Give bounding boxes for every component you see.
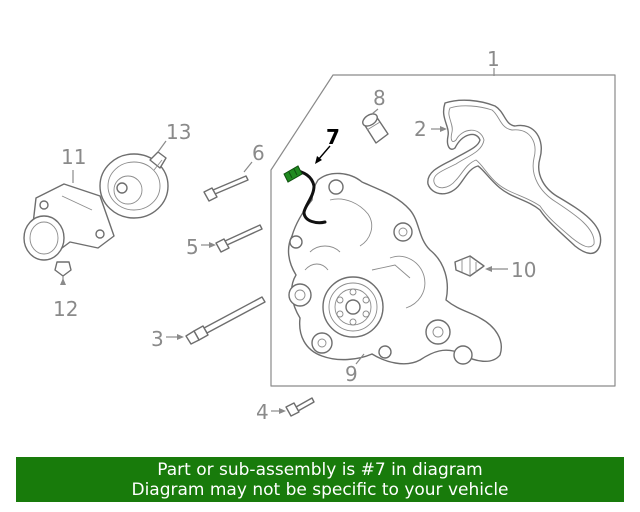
temperature-sensor-part[interactable] (454, 255, 485, 277)
banner-line-2: Diagram may not be specific to your vehi… (131, 479, 509, 500)
short-bolt-4-part[interactable] (285, 397, 315, 417)
callout-11[interactable]: 11 (61, 145, 86, 169)
callout-9[interactable]: 9 (345, 362, 358, 386)
bolt-5-part[interactable] (215, 224, 263, 253)
callout-13[interactable]: 13 (166, 120, 191, 144)
callout-3[interactable]: 3 (151, 327, 164, 351)
callout-4[interactable]: 4 (256, 400, 269, 424)
assembly-frame (270, 74, 616, 387)
water-pump-part[interactable] (287, 172, 502, 365)
callout-7[interactable]: 7 (326, 125, 340, 149)
gasket-part[interactable] (427, 99, 602, 255)
thermostat-housing-part[interactable] (23, 183, 115, 261)
callout-1[interactable]: 1 (487, 47, 500, 71)
thermostat-part[interactable] (99, 151, 169, 219)
sensor-harness-part[interactable] (283, 165, 327, 225)
bolt-6-part[interactable] (203, 175, 249, 202)
plug-part[interactable] (361, 111, 389, 144)
callout-12[interactable]: 12 (53, 297, 78, 321)
callout-6[interactable]: 6 (252, 141, 265, 165)
callout-8[interactable]: 8 (373, 86, 386, 110)
long-bolt-part[interactable] (185, 296, 266, 345)
parts-diagram: 1 2 8 10 (23, 47, 616, 424)
banner-line-1: Part or sub-assembly is #7 in diagram (157, 459, 483, 480)
callout-5[interactable]: 5 (186, 235, 199, 259)
part-info-banner: Part or sub-assembly is #7 in diagram Di… (16, 457, 624, 502)
callout-2[interactable]: 2 (414, 117, 427, 141)
callout-10[interactable]: 10 (511, 258, 536, 282)
